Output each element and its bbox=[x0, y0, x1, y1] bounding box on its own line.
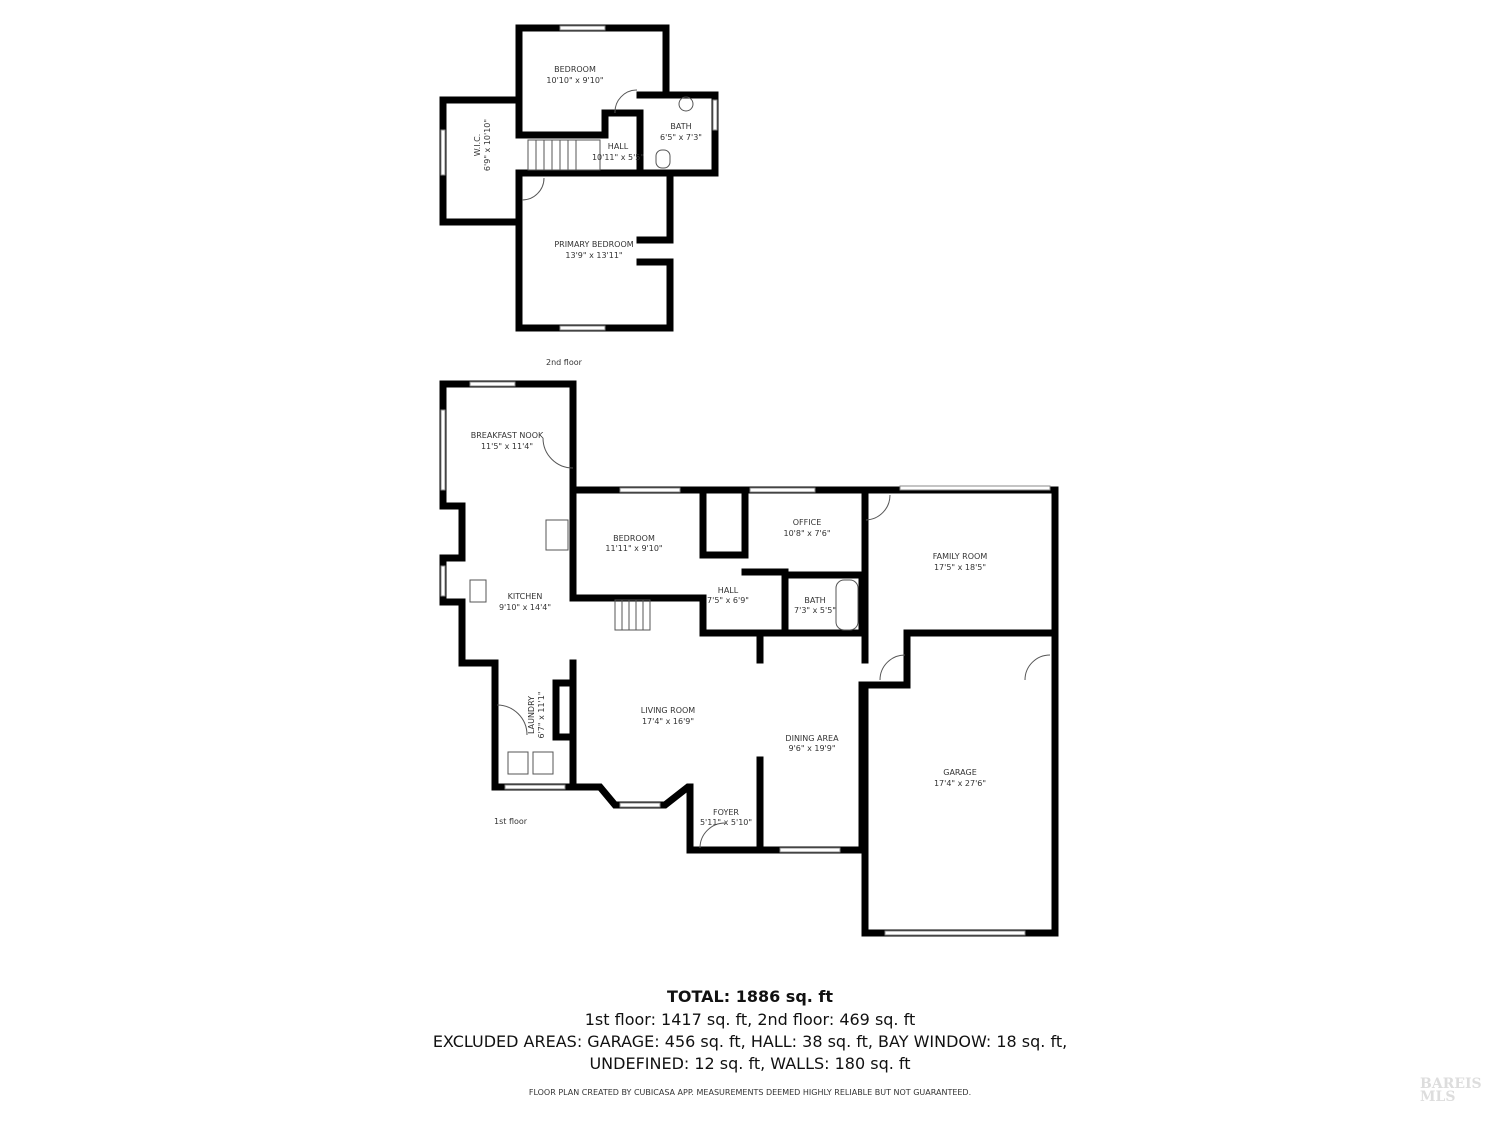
room-dims: 10'8" x 7'6" bbox=[783, 529, 830, 538]
second-floor-walls bbox=[439, 24, 719, 332]
room-name: BREAKFAST NOOK bbox=[471, 431, 544, 440]
room-dims: 11'11" x 9'10" bbox=[605, 544, 662, 553]
room-name: BEDROOM bbox=[613, 534, 655, 543]
room-dims: 6'7" x 11'1" bbox=[537, 691, 546, 738]
total-area: TOTAL: 1886 sq. ft bbox=[666, 987, 834, 1006]
room-dims: 5'11" x 5'10" bbox=[700, 818, 752, 827]
second-floor-label: 2nd floor bbox=[546, 358, 583, 367]
room-dims: 7'5" x 6'9" bbox=[707, 596, 749, 605]
room-dims: 13'9" x 13'11" bbox=[565, 251, 622, 260]
room-name: BEDROOM bbox=[554, 65, 596, 74]
first-floor-label: 1st floor bbox=[494, 817, 528, 826]
room-name: BATH bbox=[804, 596, 825, 605]
room-name: PRIMARY BEDROOM bbox=[554, 240, 633, 249]
room-name: LIVING ROOM bbox=[641, 706, 696, 715]
floor-areas: 1st floor: 1417 sq. ft, 2nd floor: 469 s… bbox=[584, 1010, 916, 1029]
room-name: HALL bbox=[608, 142, 629, 151]
room-dims: 9'10" x 14'4" bbox=[499, 603, 551, 612]
room-dims: 17'4" x 27'6" bbox=[934, 779, 986, 788]
disclaimer: FLOOR PLAN CREATED BY CUBICASA APP. MEAS… bbox=[528, 1088, 972, 1097]
first-floor-walls bbox=[439, 380, 1059, 937]
excluded-areas-continued: UNDEFINED: 12 sq. ft, WALLS: 180 sq. ft bbox=[589, 1054, 911, 1073]
room-name: DINING AREA bbox=[785, 734, 839, 743]
room-name: KITCHEN bbox=[508, 592, 543, 601]
bareis-mls-logo: BAREIS MLS bbox=[1420, 1076, 1482, 1105]
room-name: W.I.C. bbox=[473, 134, 482, 157]
room-dims: 11'5" x 11'4" bbox=[481, 442, 533, 451]
room-name: FAMILY ROOM bbox=[933, 552, 988, 561]
room-dims: 17'4" x 16'9" bbox=[642, 717, 694, 726]
room-name: FOYER bbox=[713, 808, 739, 817]
room-dims: 9'6" x 19'9" bbox=[788, 744, 835, 753]
room-dims: 17'5" x 18'5" bbox=[934, 563, 986, 572]
room-name: LAUNDRY bbox=[527, 696, 536, 734]
room-dims: 6'9" x 10'10" bbox=[483, 119, 492, 171]
room-name: BATH bbox=[670, 122, 691, 131]
room-dims: 10'10" x 9'10" bbox=[546, 76, 603, 85]
room-name: OFFICE bbox=[793, 518, 822, 527]
room-dims: 6'5" x 7'3" bbox=[660, 133, 702, 142]
room-name: HALL bbox=[718, 586, 739, 595]
room-dims: 7'3" x 5'5" bbox=[794, 606, 836, 615]
excluded-areas: EXCLUDED AREAS: GARAGE: 456 sq. ft, HALL… bbox=[432, 1032, 1068, 1051]
room-name: GARAGE bbox=[943, 768, 977, 777]
room-dims: 10'11" x 5'5" bbox=[592, 153, 644, 162]
